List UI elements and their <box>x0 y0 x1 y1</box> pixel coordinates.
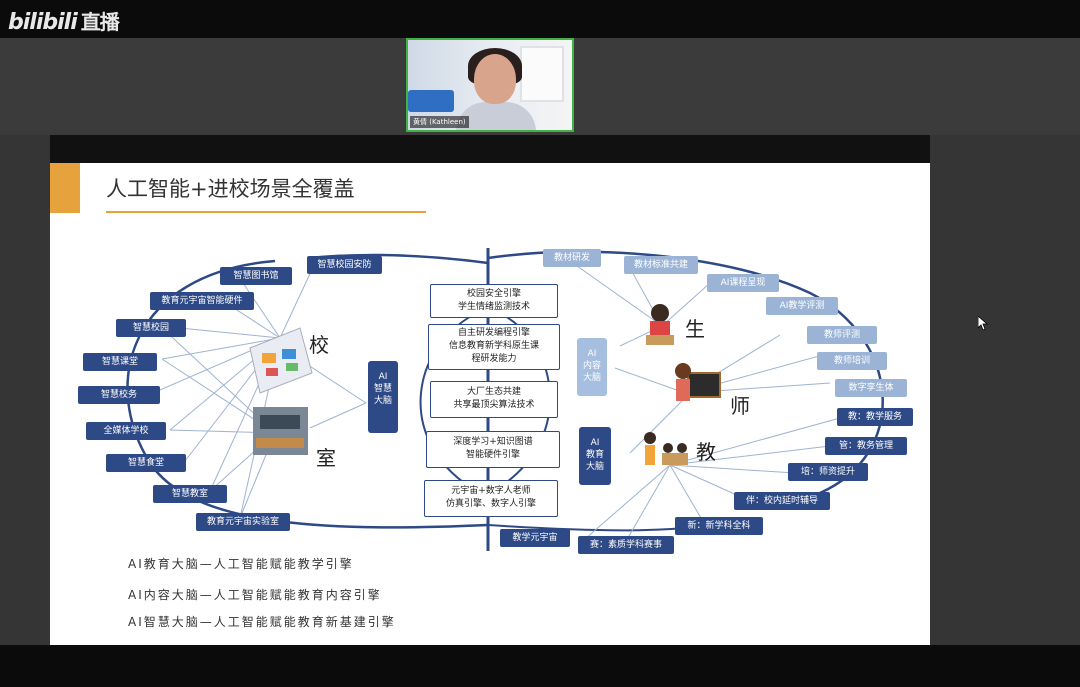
box-smart-affairs: 智慧校务 <box>78 386 160 404</box>
box-new-subjects: 新：新学科全科 <box>675 517 763 535</box>
box-textbook-dev: 教材研发 <box>543 249 601 267</box>
center-box-metaverse-teacher: 元宇宙+数字人老师 仿真引擎、数字人引擎 <box>424 480 558 517</box>
teacher-illustration <box>675 363 721 401</box>
slide-top-band <box>50 135 930 163</box>
title-underline <box>106 211 426 213</box>
box-all-media-school: 全媒体学校 <box>86 422 166 440</box>
right-margin <box>930 135 1080 645</box>
legend-education-brain: AI教育大脑—人工智能赋能教学引擎 <box>128 557 354 571</box>
shared-slide: 人工智能+进校场景全覆盖 <box>50 163 930 645</box>
label-shi-room: 室 <box>316 446 336 470</box>
ai-education-brain: AI 教育 大脑 <box>579 427 611 485</box>
label-sheng: 生 <box>685 317 705 341</box>
participant-video-tile[interactable]: 黄倩 (Kathleen) <box>406 38 574 132</box>
school-illustration <box>249 327 313 394</box>
ai-smart-brain: AI 智慧 大脑 <box>368 361 398 433</box>
mouse-cursor-icon <box>978 316 988 330</box>
box-smart-room: 智慧教室 <box>153 485 227 503</box>
box-quality-contest: 赛：素质学科赛事 <box>578 536 674 554</box>
lecture-illustration <box>644 432 688 465</box>
box-smart-library: 智慧图书馆 <box>220 267 292 285</box>
box-after-school: 伴：校内延时辅导 <box>734 492 830 510</box>
box-smart-campus: 智慧校园 <box>116 319 186 337</box>
student-illustration <box>646 304 674 345</box>
box-metaverse-hardware: 教育元宇宙智能硬件 <box>150 292 254 310</box>
center-box-deep-learning: 深度学习+知识图谱 智能硬件引擎 <box>426 431 560 468</box>
label-jiao: 教 <box>696 440 716 464</box>
center-box-programming-engine: 自主研发编程引擎 信息教育新学科原生课 程研发能力 <box>428 324 560 370</box>
box-teaching-metaverse: 教学元宇宙 <box>500 529 570 547</box>
classroom-illustration <box>253 407 308 455</box>
ai-content-brain: AI 内容 大脑 <box>577 338 607 396</box>
slide-title: 人工智能+进校场景全覆盖 <box>106 177 355 201</box>
box-digital-twin: 数字孪生体 <box>835 379 907 397</box>
box-metaverse-lab: 教育元宇宙实验室 <box>196 513 290 531</box>
bottom-bar <box>0 645 1080 687</box>
box-teacher-eval: 教师评测 <box>807 326 877 344</box>
box-ai-course: AI课程呈现 <box>707 274 779 292</box>
box-campus-security: 智慧校园安防 <box>307 256 382 274</box>
box-teaching-service: 教：教学服务 <box>837 408 913 426</box>
box-teacher-training: 教师培训 <box>817 352 887 370</box>
box-ai-assessment: AI教学评测 <box>766 297 838 315</box>
participant-name: 黄倩 (Kathleen) <box>410 116 469 128</box>
left-margin <box>0 135 50 645</box>
legend-smart-brain: AI智慧大脑—人工智能赋能教育新基建引擎 <box>128 615 396 629</box>
legend-content-brain: AI内容大脑—人工智能赋能教育内容引擎 <box>128 588 382 602</box>
box-smart-classroom: 智慧课堂 <box>83 353 157 371</box>
box-smart-canteen: 智慧食堂 <box>106 454 186 472</box>
box-textbook-standard: 教材标准共建 <box>624 256 698 274</box>
label-shi-teacher: 师 <box>730 394 750 418</box>
box-teacher-improvement: 培：师资提升 <box>788 463 868 481</box>
box-academic-management: 管：教务管理 <box>825 437 907 455</box>
label-xiao: 校 <box>309 333 329 357</box>
title-accent <box>50 163 80 213</box>
center-box-safety-engine: 校园安全引擎 学生情绪监测技术 <box>430 284 558 318</box>
center-box-ecosystem: 大厂生态共建 共享最顶尖算法技术 <box>430 381 558 418</box>
